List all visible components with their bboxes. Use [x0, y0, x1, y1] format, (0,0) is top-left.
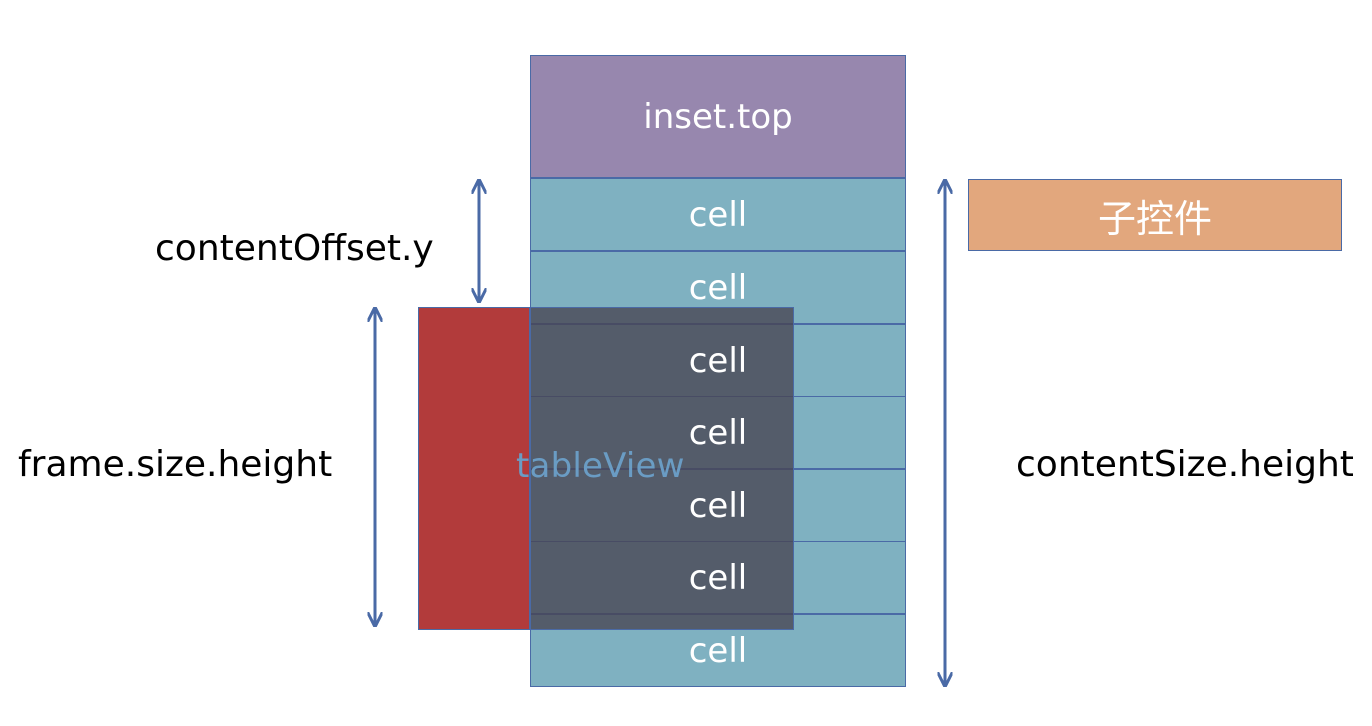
content-offset-label: contentOffset.y	[155, 228, 434, 269]
inset-top-label: inset.top	[643, 96, 793, 137]
cell-box-1	[530, 178, 906, 251]
cell-label-5: cell	[688, 485, 748, 526]
tableview-frame-left	[418, 307, 530, 630]
subview-box: 子控件	[968, 179, 1342, 251]
content-size-label: contentSize.height	[1016, 444, 1354, 485]
cell-label-2: cell	[688, 267, 748, 308]
inset-top-box: inset.top	[530, 55, 906, 178]
frame-height-label: frame.size.height	[18, 444, 333, 485]
cell-label-7: cell	[688, 630, 748, 671]
cell-label-4: cell	[688, 412, 748, 453]
tableview-frame-overlay	[530, 307, 794, 630]
cell-label-6: cell	[688, 557, 748, 598]
cell-label-3: cell	[688, 340, 748, 381]
cell-label-1: cell	[688, 194, 748, 235]
tableview-label: tableView	[516, 446, 685, 486]
subview-label: 子控件	[1097, 196, 1212, 241]
